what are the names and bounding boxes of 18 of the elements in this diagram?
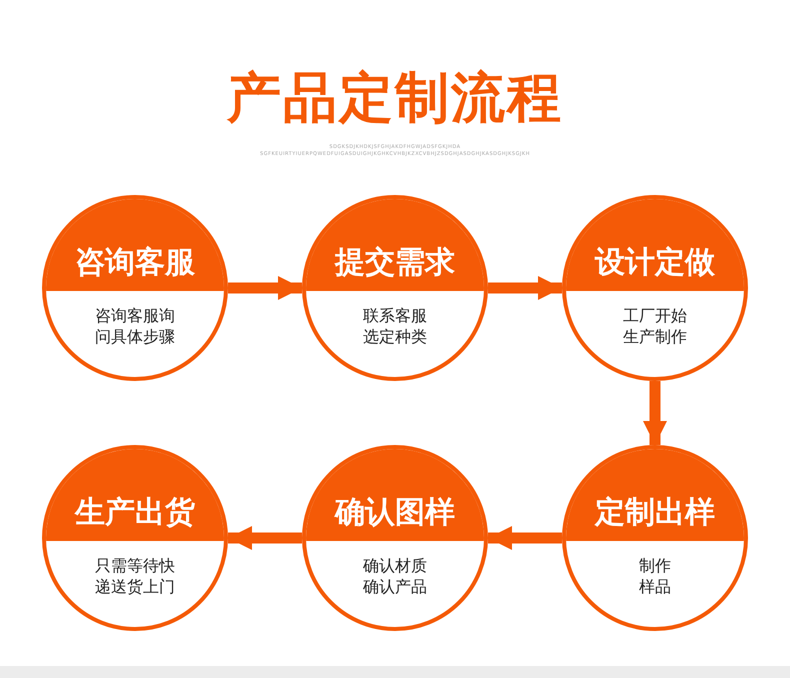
- step-heading: 提交需求: [335, 245, 455, 281]
- step-description: 咨询客服询问具体步骤: [94, 305, 176, 348]
- arrow: [488, 526, 562, 550]
- step-heading: 生产出货: [75, 495, 195, 531]
- step-heading: 设计定做: [595, 245, 715, 281]
- arrow: [642, 381, 668, 445]
- arrow: [228, 526, 302, 550]
- step-description: 制作样品: [638, 555, 672, 598]
- title: 产品定制流程: [226, 66, 564, 130]
- step-description: 确认材质确认产品: [362, 555, 428, 598]
- step-heading: 确认图样: [335, 495, 455, 531]
- arrow: [228, 276, 302, 300]
- step-heading: 咨询客服: [75, 245, 195, 281]
- step-heading: 定制出样: [595, 495, 715, 531]
- arrow: [488, 276, 562, 300]
- step-description: 联系客服选定种类: [362, 305, 428, 348]
- step-description: 工厂开始生产制作: [622, 305, 688, 348]
- step-description: 只需等待快递送货上门: [94, 555, 176, 598]
